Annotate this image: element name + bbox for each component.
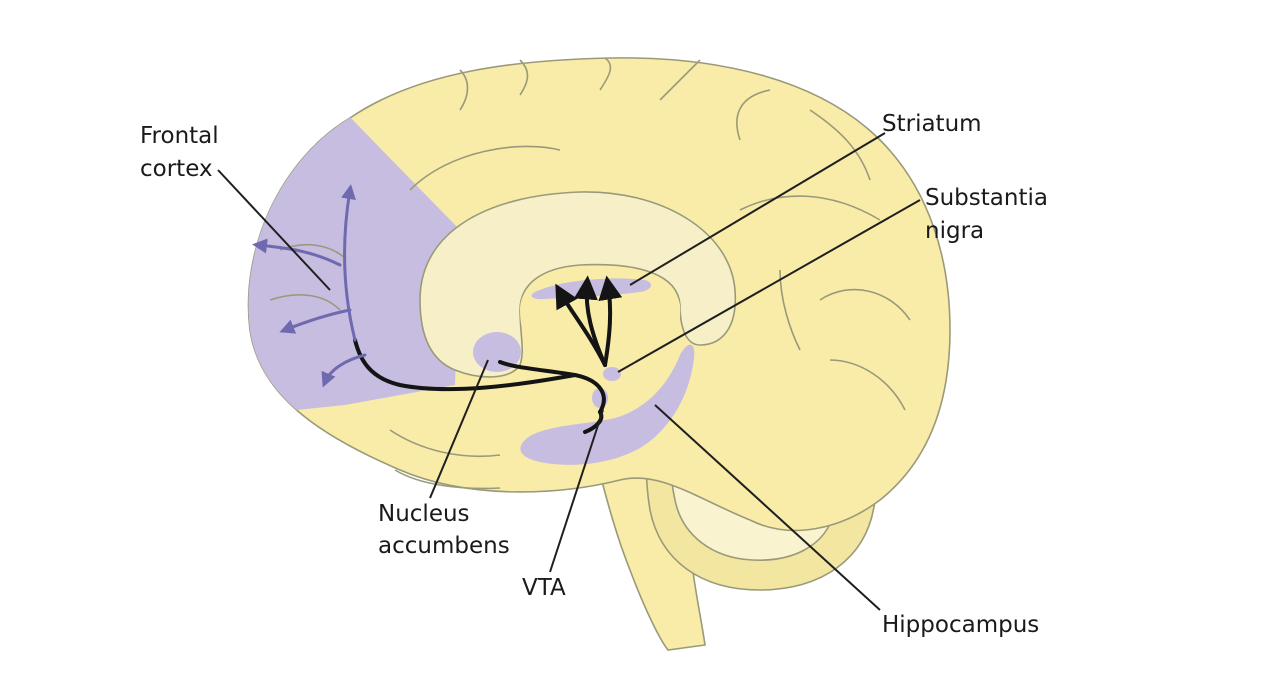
label-nucleus-accumbens-line2: accumbens: [378, 533, 510, 559]
substantia-nigra-region: [603, 367, 621, 381]
label-striatum: Striatum: [882, 111, 982, 137]
corpus-callosum: [419, 191, 737, 378]
nucleus-accumbens-region: [473, 332, 521, 372]
hippocampus-region: [520, 344, 695, 465]
cortex-pathways: [252, 184, 367, 388]
label-frontal-cortex-line2: cortex: [140, 156, 213, 182]
leader-lines: [217, 132, 921, 611]
label-nucleus-accumbens-line1: Nucleus: [378, 501, 470, 527]
sulci: [269, 57, 911, 490]
label-frontal-cortex-line1: Frontal: [140, 123, 219, 149]
label-vta: VTA: [522, 575, 566, 601]
label-hippocampus: Hippocampus: [882, 612, 1039, 638]
label-substantia-nigra-line1: Substantia: [925, 185, 1048, 211]
label-substantia-nigra-line2: nigra: [925, 218, 984, 244]
